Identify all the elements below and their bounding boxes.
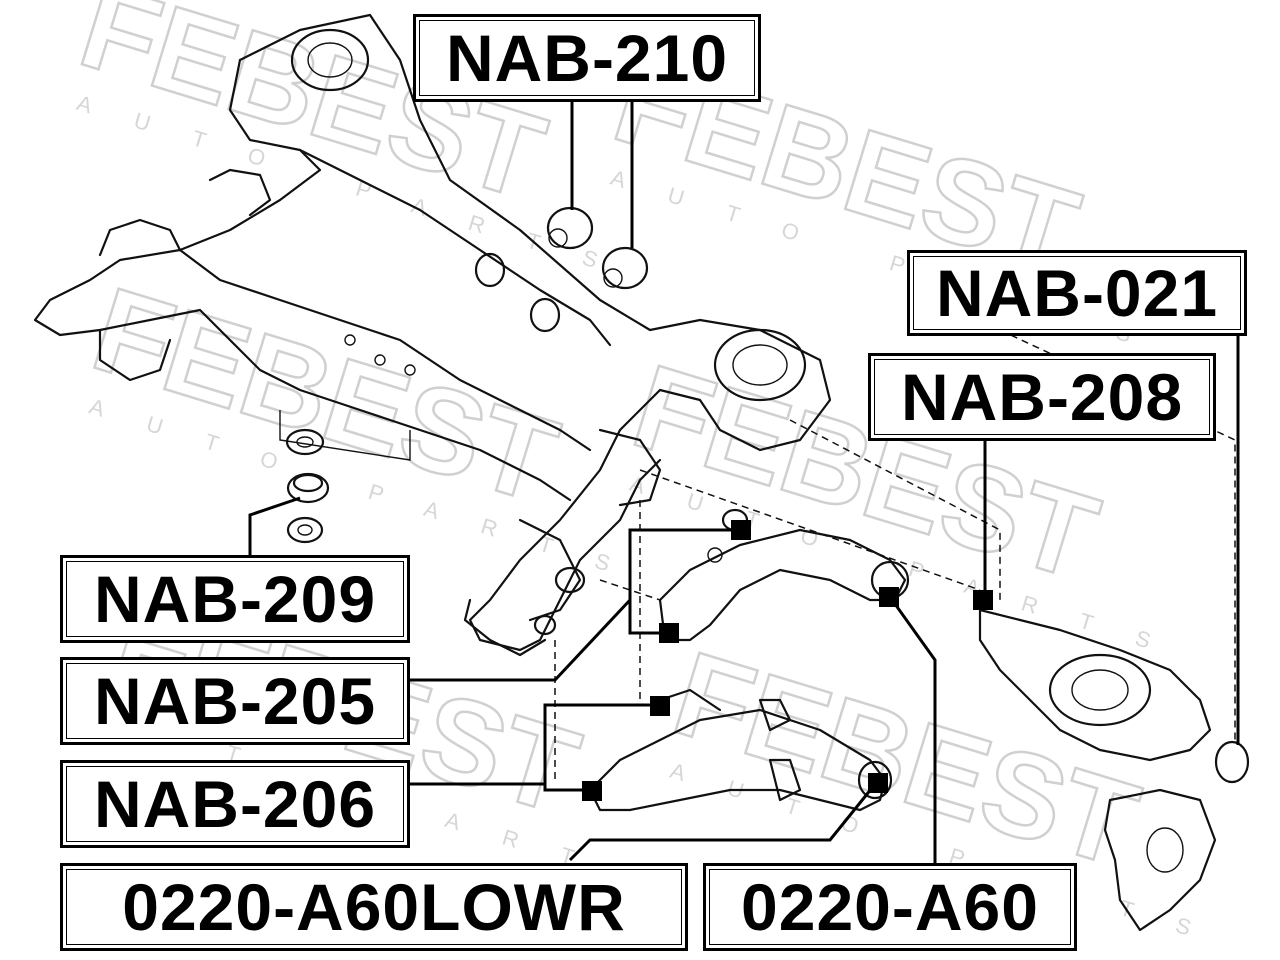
marker-a60-lowr <box>868 773 888 793</box>
leader-lines <box>248 100 1240 865</box>
label-0220-a60: 0220-A60 <box>703 863 1077 951</box>
leader-nab-206-bracket <box>543 703 658 792</box>
marker-nab-208 <box>973 590 993 610</box>
marker-nab-206-upper <box>650 696 670 716</box>
rear-lower-arm <box>978 608 1250 932</box>
label-nab-021: NAB-021 <box>907 250 1247 336</box>
marker-nab-205-upper <box>731 520 751 540</box>
leader-nab-209 <box>248 496 301 555</box>
nab-210-bushings <box>546 206 649 290</box>
leader-a60-lowr <box>568 782 878 862</box>
label-0220-a60lowr: 0220-A60LOWR <box>60 863 688 951</box>
rear-subframe <box>33 13 832 657</box>
lower-control-arm <box>588 688 893 812</box>
leader-nab-205-bracket <box>628 528 740 635</box>
leader-nab-205 <box>408 598 632 682</box>
leader-a60 <box>888 596 937 865</box>
marker-nab-205-lower <box>659 623 679 643</box>
callout-markers <box>582 520 993 801</box>
label-nab-205: NAB-205 <box>60 657 410 745</box>
label-nab-208: NAB-208 <box>868 353 1216 441</box>
marker-a60 <box>879 587 899 607</box>
label-nab-206: NAB-206 <box>60 760 410 848</box>
marker-nab-206-lower <box>582 781 602 801</box>
nab-209-mount-stack <box>285 428 330 544</box>
label-nab-210: NAB-210 <box>413 14 761 102</box>
label-nab-209: NAB-209 <box>60 555 410 643</box>
